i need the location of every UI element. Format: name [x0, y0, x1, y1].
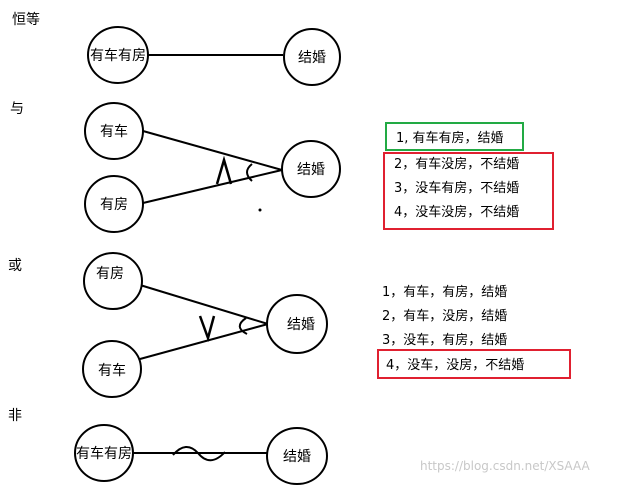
identity-output-node	[283, 28, 341, 86]
or-connector-a	[139, 284, 269, 325]
or-input-a-label: 有房	[96, 266, 124, 282]
not-input-node	[74, 424, 134, 482]
and-input-a-node	[84, 102, 144, 160]
and-input-a-label: 有车	[100, 123, 128, 140]
or-angle-arc	[238, 317, 248, 335]
or-input-b-label: 有车	[98, 362, 126, 379]
and-input-b-label: 有房	[100, 197, 128, 213]
identity-input-label: 有车有房	[90, 47, 146, 64]
and-connector-b	[142, 169, 283, 204]
or-rule-2: 2，有车，没房，结婚	[382, 308, 507, 324]
stray-dot	[258, 208, 262, 212]
and-rule-2: 2，有车没房，不结婚	[394, 156, 519, 172]
and-connector-a	[142, 130, 283, 171]
and-rule-4: 4，没车没房，不结婚	[394, 204, 519, 220]
and-symbol	[215, 155, 233, 185]
or-rule-4: 4，没车，没房，不结婚	[386, 357, 524, 373]
and-output-node	[281, 140, 341, 198]
and-false-box	[383, 152, 554, 230]
not-title: 非	[8, 408, 22, 424]
or-rule-3: 3，没车，有房，结婚	[382, 332, 507, 348]
or-title: 或	[8, 258, 22, 274]
not-section: 非 有车有房 结婚	[8, 408, 328, 485]
or-output-label: 结婚	[287, 317, 315, 333]
or-output-node	[266, 294, 328, 354]
or-input-b-node	[82, 340, 142, 398]
not-tilde-symbol	[172, 446, 226, 462]
and-rule-3: 3，没车有房，不结婚	[394, 180, 519, 196]
and-section: 与 有车 有房 结婚 1, 有车有房，结婚 2，有车没房，不结婚 3，没车有房，…	[10, 101, 554, 233]
identity-input-node	[87, 26, 149, 84]
identity-output-label: 结婚	[298, 50, 326, 66]
and-rule-1: 1, 有车有房，结婚	[396, 130, 504, 146]
or-input-a-node	[83, 252, 143, 310]
or-section: 或 有房 有车 结婚 1，有车，有房，结婚 2，有车，没房，结婚 3，没车，有房…	[8, 252, 571, 398]
and-angle-arc	[246, 163, 253, 182]
identity-section: 恒等 有车有房 结婚	[12, 11, 341, 86]
or-false-box	[377, 349, 571, 379]
not-output-node	[266, 427, 328, 485]
watermark-text: https://blog.csdn.net/XSAAA	[420, 459, 591, 473]
identity-title: 恒等	[12, 11, 40, 28]
not-input-label: 有车有房	[76, 445, 132, 462]
not-output-label: 结婚	[283, 449, 311, 465]
and-title: 与	[10, 101, 24, 117]
and-input-b-node	[84, 175, 144, 233]
or-connector-b	[139, 323, 269, 360]
or-symbol	[198, 315, 216, 343]
and-true-box	[385, 122, 524, 151]
or-rule-1: 1，有车，有房，结婚	[382, 284, 507, 300]
and-output-label: 结婚	[297, 162, 325, 178]
